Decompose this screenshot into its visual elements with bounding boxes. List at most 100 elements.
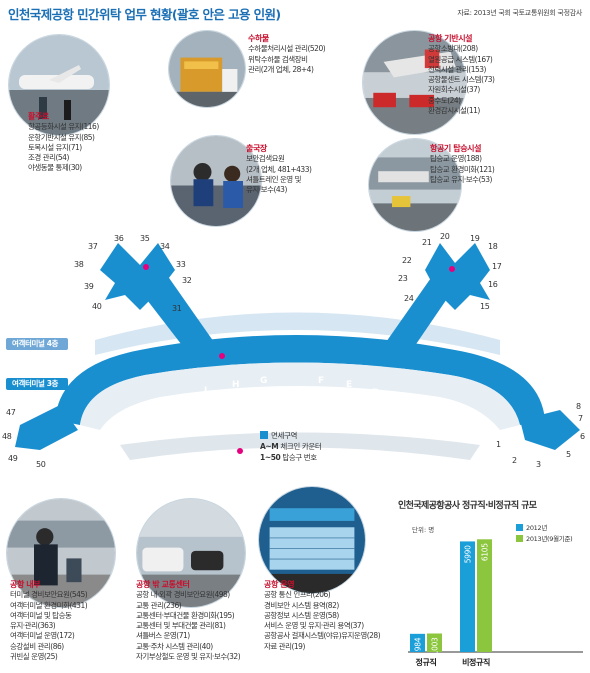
cargo-heading: 수하물 — [248, 34, 269, 43]
right-pier-head — [420, 243, 490, 310]
ops-item: 공항 통신 인프라(206) — [264, 590, 331, 600]
ops-item: 경비보안 시스템 용역(82) — [264, 600, 339, 610]
inside-item: 여객터미널 운영(172) — [10, 631, 75, 641]
ops-item: 공항공사 걸재시스템(야유)유지운영(28) — [264, 631, 381, 641]
inside-heading: 공항 내부 — [10, 580, 41, 589]
gate-number: 2 — [512, 456, 517, 465]
ops-photo — [258, 486, 366, 594]
bar-value: 6105 — [481, 543, 490, 561]
departure-heading: 출국장 — [246, 144, 267, 153]
infra-item: 열원공급 시스템(167) — [428, 54, 493, 64]
ops-item: 자료 관리(19) — [264, 641, 305, 651]
floor4-tag: 여객터미널 4층 — [6, 338, 69, 350]
bar-value: 984 — [414, 637, 423, 651]
bar-value: 5990 — [464, 545, 473, 563]
departure-item: 보안검색요원 — [246, 154, 285, 164]
chart-title: 인천국제공항공사 정규직·비정규직 규모 — [398, 501, 537, 511]
category-label: 정규직 — [416, 657, 437, 667]
checkin-counter: E — [346, 380, 352, 390]
left-pier-head — [100, 243, 175, 310]
infra-item: 중수도(24) — [428, 95, 461, 105]
departure-item: 셔틀트레인 운영 및 — [246, 174, 301, 184]
checkin-counter: J — [203, 386, 207, 396]
gate-number: 40 — [92, 302, 102, 311]
legend-counter-desc: 체크인 카운터 — [280, 442, 322, 451]
departure-item: 유지·보수(43) — [246, 185, 287, 195]
infra-heading: 공항 기반시설 — [428, 34, 473, 43]
inside-item: 터미널 경비보안요원(545) — [10, 590, 88, 600]
checkin-hall — [80, 362, 520, 430]
gate-number: 21 — [422, 238, 432, 247]
gate-number: 36 — [114, 234, 124, 243]
map-legend: 면세구역 A~M 체크인 카운터 1~50 탑승구 번호 — [260, 430, 322, 463]
legend-label: 2012년 — [526, 523, 547, 532]
marker-dot — [449, 266, 455, 272]
checkin-counter: D — [372, 388, 379, 398]
departure-item: (2개 업체, 481+433) — [246, 164, 312, 174]
category-label: 비정규직 — [462, 657, 490, 667]
transport-heading: 공항 밖 교통센터 — [136, 580, 190, 589]
checkin-counter: F — [318, 376, 324, 386]
gate-number: 3 — [536, 460, 541, 469]
checkin-counter: K — [176, 394, 184, 404]
infra-item: 공항소방대(208) — [428, 44, 478, 54]
source-note: 자료: 2013년 국회 국토교통위원회 국정감사 — [457, 9, 582, 17]
checkin-counter: A — [450, 408, 457, 418]
cargo-item: 수하물처리시설 관리(520) — [248, 44, 326, 54]
gate-number: 15 — [480, 302, 490, 311]
ops-heading: 공항 운영 — [264, 580, 295, 589]
checkin-counter: L — [150, 402, 156, 412]
legend-gate-key: 1~50 — [260, 453, 281, 462]
transport-item: 셔틀버스 운영(71) — [136, 631, 190, 641]
transport-item: 자기부상철도 운영 및 유지·보수(32) — [136, 652, 241, 662]
transport-item: 공항 내·외곽 경비보안요원(498) — [136, 590, 230, 600]
gate-number: 1 — [496, 440, 501, 449]
transport-item: 교통센터 및 부대건물 관리(81) — [136, 621, 226, 631]
legend-swatch — [516, 535, 523, 542]
legend-gate-desc: 탑승구 번호 — [282, 453, 317, 462]
runway-item: 조경 관리(54) — [28, 153, 69, 163]
gate-number: 8 — [576, 402, 581, 411]
inside-item: 여객터미널 및 탑승동 — [10, 610, 72, 620]
floor3-terminal — [55, 335, 545, 425]
gate-number: 50 — [36, 460, 46, 469]
gate-number: 6 — [580, 432, 585, 441]
gate-number: 22 — [402, 256, 412, 265]
legend-zone: 면세구역 — [271, 431, 297, 440]
gate-number: 20 — [440, 232, 450, 241]
marker-dot — [219, 353, 225, 359]
transport-item: 교통센터·부대건물 환경미화(195) — [136, 610, 235, 620]
gate-number: 38 — [74, 260, 84, 269]
gate-number: 49 — [8, 454, 18, 463]
bar — [427, 633, 442, 652]
cargo-item: 관리(2개 업체, 28+4) — [248, 64, 314, 74]
left-wing — [15, 405, 78, 450]
transport-item: 교통·주차 시스템 관리(40) — [136, 641, 213, 651]
inside-item: 여객터미널 환경미화(431) — [10, 600, 88, 610]
gate-number: 34 — [160, 242, 170, 251]
boarding-item: 탑승교 환경미화(121) — [430, 164, 495, 174]
infra-item: 자원회수시설(37) — [428, 85, 480, 95]
gate-number: 31 — [172, 304, 182, 313]
bar — [477, 539, 492, 652]
gate-number: 5 — [566, 450, 571, 459]
gate-number: 47 — [6, 408, 16, 417]
checkin-counter: G — [260, 376, 267, 386]
gate-number: 37 — [88, 242, 98, 251]
gate-number: 7 — [578, 414, 583, 423]
page-title: 인천국제공항 민간위탁 업무 현황(괄호 안은 고용 인원) — [8, 7, 281, 22]
checkin-counter: C — [400, 394, 407, 404]
boarding-heading: 항공기 탑승시설 — [430, 144, 482, 153]
cargo-item: 위탁수하물 검색장비 — [248, 54, 308, 64]
checkin-counter: H — [232, 380, 240, 390]
bar-value: 1003 — [431, 637, 440, 655]
boarding-item: 탑승교 유지·보수(53) — [430, 174, 492, 184]
departure-photo — [170, 135, 262, 227]
checkin-counter: M — [124, 408, 133, 418]
